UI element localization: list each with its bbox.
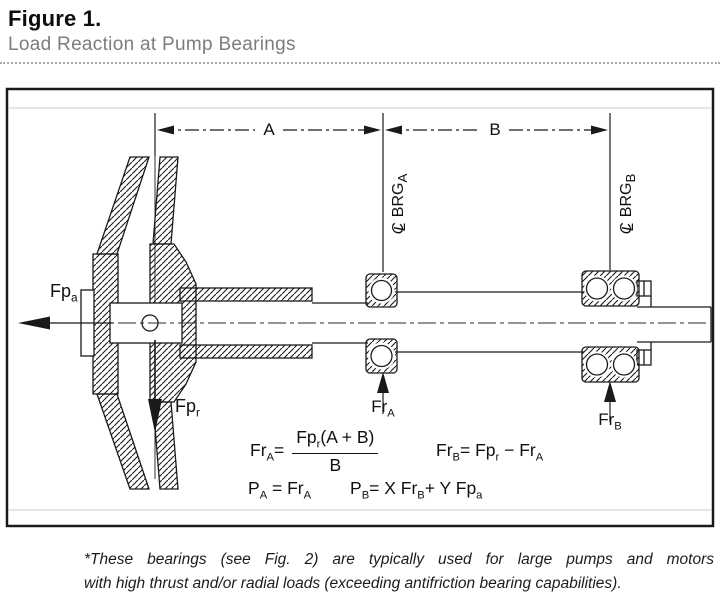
- frb-force-label: FrB: [598, 410, 622, 433]
- brg-b-centerline-label: CLBRGB: [618, 173, 639, 235]
- dimension-lines: [154, 113, 611, 272]
- dimension-b-label: B: [489, 120, 501, 139]
- force-arrows: [18, 316, 616, 433]
- formula-fra-numerator: Fpr(A + B): [292, 427, 379, 454]
- dimension-a-label: A: [263, 120, 275, 139]
- formula-pa: PA = FrA: [248, 478, 312, 502]
- brg-a-centerline-label: CLBRGA: [390, 173, 411, 235]
- fra-arrowhead: [377, 372, 389, 393]
- bearing-a: [365, 273, 398, 374]
- bearing-b: [581, 270, 640, 383]
- fpr-arrowhead: [148, 399, 162, 433]
- formula-fra-lhs: FrA=: [250, 439, 285, 464]
- fra-force-label: FrA: [371, 397, 395, 420]
- pump-shaft: [312, 280, 712, 366]
- formula-fra-fraction: Fpr(A + B) B: [292, 427, 379, 476]
- frb-arrowhead: [604, 381, 616, 402]
- footnote-line-1: *These bearings (see Fig. 2) are typical…: [84, 551, 714, 568]
- formula-pb: PB= X FrB+ Y Fpa: [350, 478, 483, 502]
- formula-frb: FrB= Fpr − FrA: [436, 440, 544, 464]
- centerline-symbol: CL: [390, 222, 410, 235]
- impeller-section: [80, 156, 197, 490]
- dotted-divider: [0, 62, 720, 64]
- shaft-sleeve: [179, 287, 313, 359]
- figure-footnote: *These bearings (see Fig. 2) are typical…: [84, 548, 714, 596]
- fpr-force-label: Fpr: [175, 396, 200, 420]
- centerline-symbol: CL: [618, 222, 638, 235]
- fpa-arrowhead: [18, 316, 50, 330]
- formula-fra-denominator: B: [329, 454, 342, 475]
- fpa-force-label: Fpa: [50, 281, 78, 305]
- figure-number: Figure 1.: [8, 6, 102, 31]
- footnote-line-2: with high thrust and/or radial loads (ex…: [84, 575, 622, 592]
- figure-title: Load Reaction at Pump Bearings: [8, 34, 296, 55]
- formula-fra: FrA= Fpr(A + B) B: [250, 427, 379, 476]
